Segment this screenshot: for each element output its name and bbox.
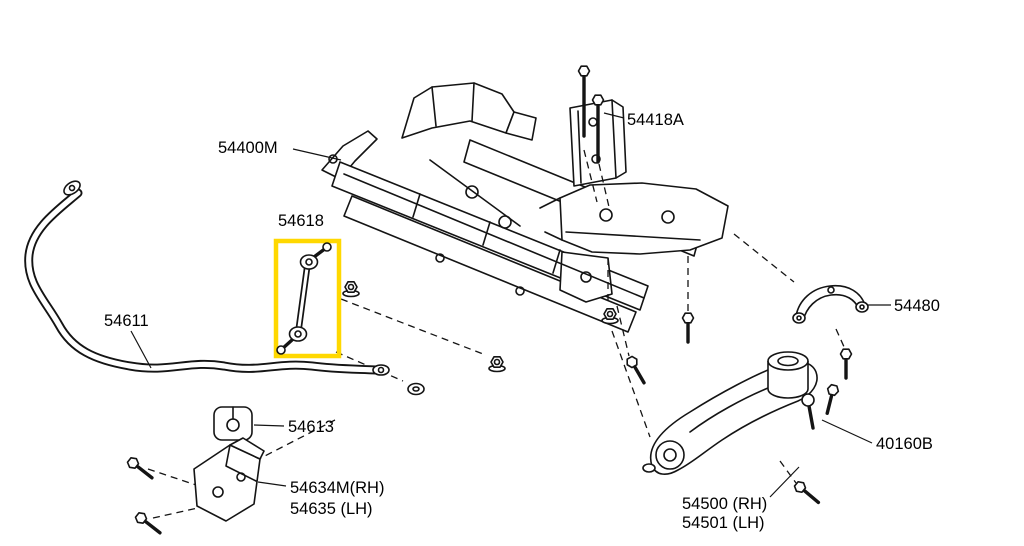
link-top-stud-end [322, 242, 332, 252]
link-bottom-ball [288, 326, 308, 342]
stay-bracket-plate [569, 99, 617, 187]
long-bolt-head [577, 65, 591, 77]
stabilizer-bar-left-eye [63, 180, 81, 196]
lower-arm-balljoint-end [642, 463, 656, 473]
stabilizer-link-54618[interactable] [273, 238, 342, 359]
crossmember-detail-lines [343, 82, 701, 299]
ball-stud-40160b-drawing [801, 382, 842, 430]
clamp-bracket-54634-drawing [124, 437, 265, 539]
part-label-crossmember: 54400M [218, 139, 278, 157]
link-bottom-ball-center [294, 330, 302, 338]
part-label-stabilizer-bar: 54611 [104, 312, 149, 330]
side-bracket-tab-hole [796, 315, 802, 321]
clamp-bracket-body [193, 444, 261, 522]
side-bracket-inner-curve [802, 293, 860, 322]
clamp-bracket-fold-lines [225, 444, 257, 482]
mount-bolt [791, 478, 824, 509]
crossmember-hole [580, 271, 592, 283]
side-bracket-tab [792, 312, 806, 324]
side-bracket-54480-drawing [792, 284, 869, 324]
highlight-box[interactable] [273, 238, 342, 359]
side-bracket-outer-curve [795, 284, 866, 317]
bar-end-clip [407, 382, 425, 396]
stay-bracket-54418a-drawing [569, 65, 627, 187]
flange-nut [488, 355, 506, 373]
label-leader-lines [130, 112, 891, 498]
crossmember-right-frame [559, 182, 729, 255]
clamp-bolt [124, 454, 157, 484]
part-label-lower-arm-rh: 54500 (RH) [682, 495, 767, 513]
part-label-bolt-kit: 40160B [876, 435, 933, 453]
crossmember-tower [401, 82, 515, 139]
crossmember-hole [599, 208, 613, 222]
mounting-hardware [488, 307, 854, 509]
crossmember-tower-lug [505, 111, 537, 141]
long-bolt-head [591, 94, 605, 106]
lower-arm-front-bushing [655, 440, 685, 470]
lower-arm-bushing-bore [777, 355, 799, 367]
lower-arm-inner-line [689, 387, 769, 433]
stabilizer-bar-tube-inner [26, 190, 379, 373]
crossmember-hole [435, 253, 445, 263]
part-label-clamp-lh: 54635 (LH) [290, 500, 373, 518]
link-nut [342, 280, 360, 298]
crossmember-hanging-bracket [559, 251, 613, 303]
stabilizer-bar-54611-drawing [24, 180, 425, 396]
mount-bolt [680, 311, 696, 344]
side-bracket-tab [855, 301, 869, 313]
assembly-dashed-lines [147, 149, 846, 519]
mount-bolt [623, 353, 651, 388]
clamp-bolt [132, 509, 165, 539]
side-bracket-hole [827, 286, 835, 294]
bushing-54613-drawing [213, 406, 253, 441]
link-top-ball [299, 254, 319, 270]
crossmember-54400m-drawing [321, 82, 729, 333]
stabilizer-bar-right-eye [372, 364, 390, 376]
lower-arm-54500-drawing [642, 351, 818, 475]
clamp-bracket-flange [229, 437, 265, 460]
part-label-bushing: 54613 [288, 418, 334, 436]
ball-stud-ball [801, 393, 815, 407]
stud-bolt [820, 382, 842, 417]
stay-bracket-hole [591, 154, 601, 164]
crossmember-hole [515, 286, 525, 296]
link-bottom-stud-end [276, 345, 286, 355]
stabilizer-bar-tube [24, 188, 381, 375]
link-rod-inner [297, 266, 309, 329]
ball-stud-shaft [807, 404, 815, 430]
part-label-side-bracket: 54480 [894, 297, 940, 315]
crossmember-lower-beam [343, 195, 637, 333]
side-bracket-tab-hole [859, 304, 865, 310]
clamp-bracket-hole [236, 472, 246, 482]
part-label-clamp-rh: 54634M(RH) [290, 479, 384, 497]
part-label-lower-arm-lh: 54501 (LH) [682, 514, 765, 532]
lower-arm-front-bushing-bore [663, 448, 677, 462]
part-label-stabilizer-link: 54618 [278, 212, 324, 230]
stabilizer-link-drawing [276, 242, 332, 355]
crossmember-hole [465, 185, 479, 199]
mount-bolt [838, 347, 854, 380]
part-label-stay-bracket: 54418A [627, 111, 684, 129]
lower-arm-bushing-cylinder [767, 361, 809, 399]
clamp-bracket-hole [212, 486, 224, 498]
lower-arm-bushing-top [767, 351, 809, 371]
link-top-ball-center [305, 258, 313, 266]
crossmember-hole [498, 215, 512, 229]
stay-bracket-detail-lines [577, 99, 627, 184]
crossmember-hole [661, 210, 675, 224]
